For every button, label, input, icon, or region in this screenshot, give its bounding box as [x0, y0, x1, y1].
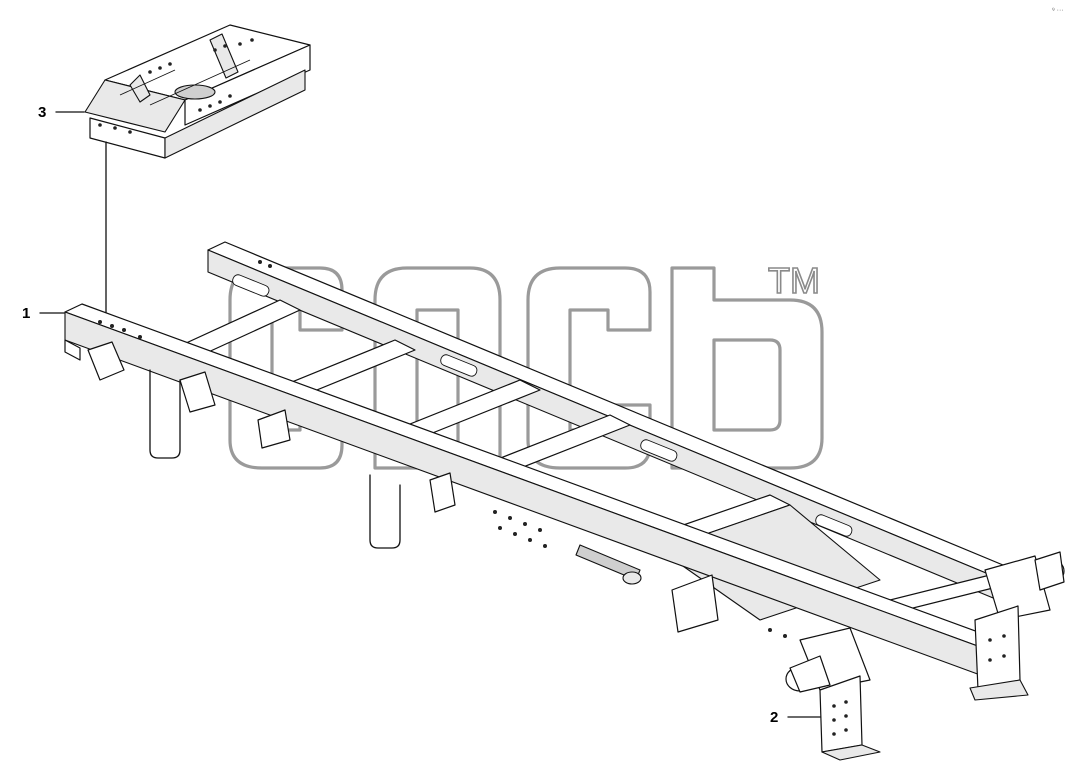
main-frame-part	[64, 241, 1065, 693]
cradle-bolt-holes	[98, 38, 254, 134]
frame-hanger-brackets	[87, 341, 719, 633]
callout-3: 3	[38, 104, 85, 121]
frame-bolt-clusters	[98, 260, 787, 638]
front-cradle-part	[84, 24, 311, 159]
corner-mark: ꝰ ···	[1052, 7, 1064, 14]
rear-bracket-part	[819, 605, 1029, 761]
watermark-trademark: TM	[768, 260, 820, 301]
callout-1: 1	[22, 305, 65, 322]
callout-number-3: 3	[38, 104, 46, 121]
callout-number-1: 1	[22, 305, 30, 322]
callout-number-2: 2	[770, 709, 778, 726]
frame-rear-end-caps	[785, 551, 1065, 693]
watermark-logo: TM	[228, 259, 824, 470]
callout-2: 2	[770, 709, 821, 726]
frame-cross-members	[159, 299, 1006, 626]
